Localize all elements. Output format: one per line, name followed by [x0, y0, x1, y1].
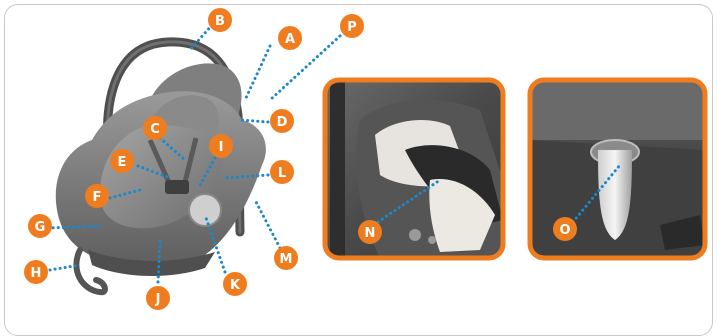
callout-label-o: O [559, 223, 570, 238]
callout-label-b: B [215, 14, 225, 29]
callout-label-j: J [155, 292, 161, 307]
callout-l: L [270, 160, 294, 184]
callout-h: H [24, 260, 48, 284]
callout-label-n: N [365, 226, 376, 241]
car-seat-illustration [56, 42, 266, 292]
callout-label-k: K [230, 278, 241, 293]
leader-line-m [255, 200, 280, 248]
callout-label-l: L [278, 166, 286, 181]
callout-d: D [270, 109, 294, 133]
callout-e: E [110, 149, 134, 173]
callout-label-m: M [280, 252, 293, 267]
callout-j: J [146, 286, 170, 310]
callout-m: M [274, 246, 298, 270]
callout-p: P [340, 14, 364, 38]
callout-label-a: A [285, 32, 295, 47]
harness-buckle [165, 180, 189, 194]
callout-label-i: I [219, 140, 224, 155]
callout-label-f: F [93, 190, 102, 205]
callout-a: A [278, 26, 302, 50]
inset-photo-n [325, 80, 503, 258]
callout-i: I [209, 134, 233, 158]
callout-b: B [208, 8, 232, 32]
callout-k: K [223, 272, 247, 296]
callout-o: O [553, 217, 577, 241]
handle-pivot [189, 194, 221, 226]
callout-label-h: H [31, 266, 42, 281]
callout-n: N [358, 220, 382, 244]
callout-f: F [85, 184, 109, 208]
callout-label-g: G [35, 220, 46, 235]
callout-label-d: D [277, 115, 288, 130]
callout-label-c: C [150, 122, 160, 137]
callout-label-e: E [118, 155, 127, 170]
callout-g: G [28, 214, 52, 238]
leader-line-a [245, 46, 270, 100]
callout-c: C [143, 116, 167, 140]
car-seat-diagram: A B C D E F G H I J K L M N O P [0, 0, 717, 320]
callout-label-p: P [347, 20, 357, 35]
